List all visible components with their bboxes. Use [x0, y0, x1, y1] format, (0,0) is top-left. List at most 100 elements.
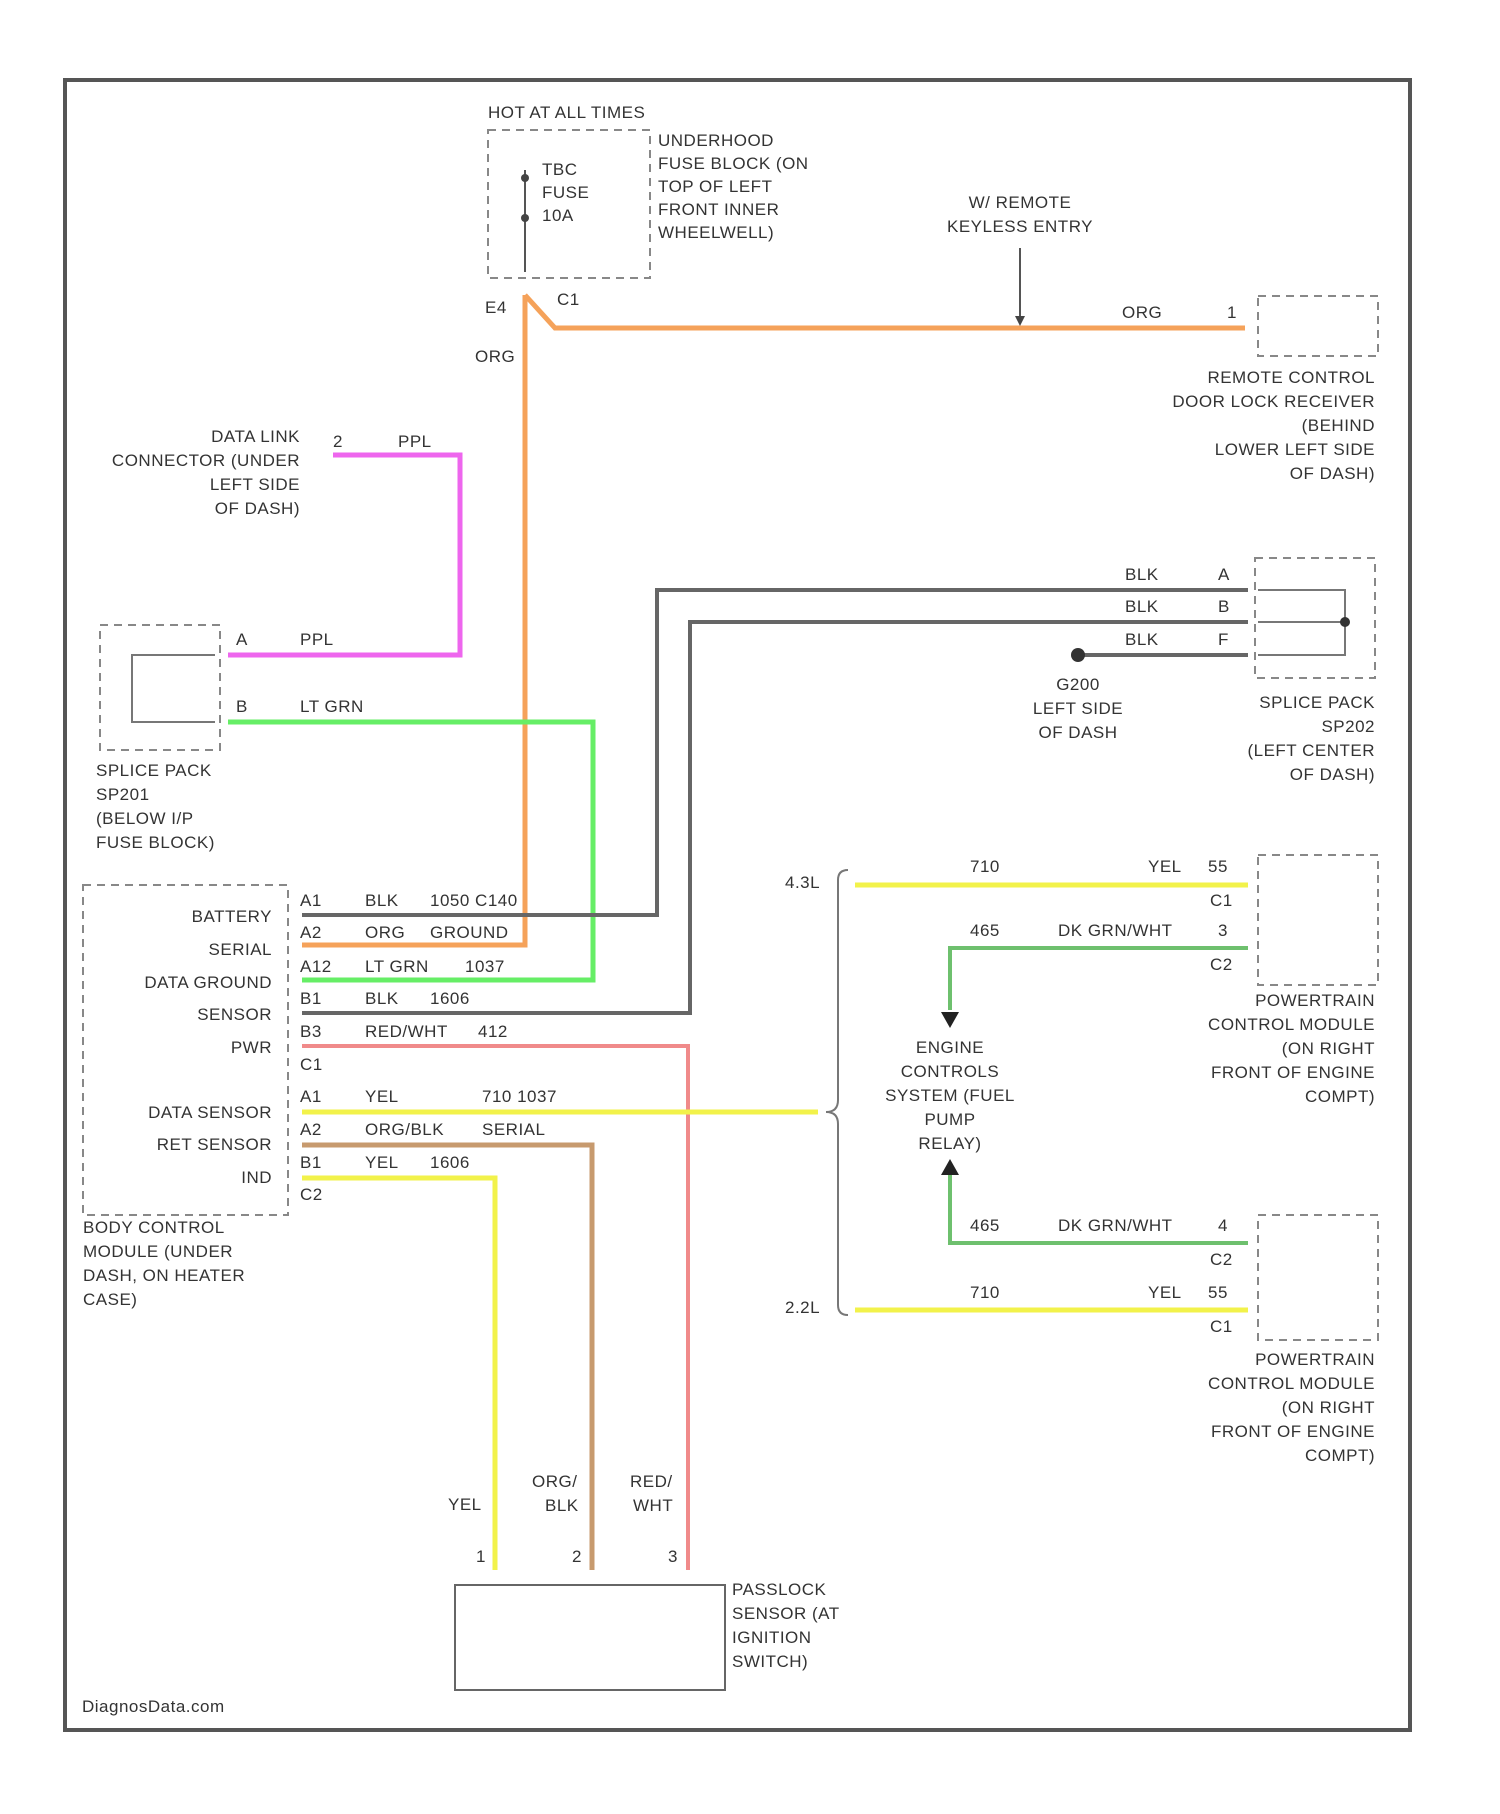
pcm-yel-pin-top: 55	[1208, 857, 1228, 876]
fuse-terminal	[521, 174, 529, 182]
dlc-wire: PPL	[398, 432, 432, 451]
bcm-row: DATA SENSOR A1 YEL 710 1037	[148, 1087, 557, 1122]
ground-label-3: OF DASH	[1038, 723, 1117, 742]
passlock-wire-2b: BLK	[545, 1496, 579, 1515]
ground-label-1: G200	[1056, 675, 1100, 694]
pcm-yel-circuit-bottom: 710	[970, 1283, 1000, 1302]
pcm-label-bottom-4: FRONT OF ENGINE	[1211, 1422, 1375, 1441]
arrow-up-icon	[941, 1159, 959, 1175]
sp201-box	[100, 625, 220, 750]
bcm-pin: A12	[300, 957, 332, 976]
pcm-box-bottom	[1258, 1215, 1378, 1340]
fuse-terminal	[521, 214, 529, 222]
passlock-pin-1: 1	[476, 1547, 486, 1566]
pcm-grn-circuit-bottom: 465	[970, 1216, 1000, 1235]
bcm-wire-color: BLK	[365, 891, 399, 910]
rke-label-5: OF DASH)	[1290, 464, 1375, 483]
bcm-row: C1	[300, 1055, 323, 1074]
sp201-label-3: (BELOW I/P	[96, 809, 194, 828]
passlock-wire-3a: RED/	[630, 1472, 673, 1491]
fuse-name-2: FUSE	[542, 183, 589, 202]
passlock-pin-3: 3	[668, 1547, 678, 1566]
pcm-label-bottom-2: CONTROL MODULE	[1208, 1374, 1375, 1393]
pcm-label-top-3: (ON RIGHT	[1282, 1039, 1375, 1058]
pcm-yel-conn-top: C1	[1210, 891, 1233, 910]
sp202-bus	[1258, 590, 1345, 655]
dlc-label-2: CONNECTOR (UNDER	[112, 451, 300, 470]
bcm-row: SENSOR B1 BLK 1606	[197, 989, 470, 1024]
fuse-location-3: TOP OF LEFT	[658, 177, 772, 196]
ground-dot	[1071, 648, 1085, 662]
bcm-circuit: 1606	[430, 1153, 470, 1172]
sp201-jumper	[132, 655, 215, 722]
watermark: DiagnosData.com	[82, 1697, 225, 1716]
passlock-label-1: PASSLOCK	[732, 1580, 827, 1599]
bcm-pin-name: IND	[241, 1168, 272, 1187]
sp202-label-3: (LEFT CENTER	[1247, 741, 1375, 760]
ground-label-2: LEFT SIDE	[1033, 699, 1123, 718]
dlc-label-1: DATA LINK	[211, 427, 300, 446]
fuse-name-1: TBC	[542, 160, 578, 179]
sp201-wire-b: LT GRN	[300, 697, 364, 716]
bcm-circuit: 412	[478, 1022, 508, 1041]
bcm-row: DATA GROUND A12 LT GRN 1037	[144, 957, 504, 992]
bcm-row: SERIAL A2 ORG GROUND	[209, 923, 509, 959]
pcm-variant-top: 4.3L	[785, 873, 820, 892]
bcm-pin-name: PWR	[231, 1038, 272, 1057]
bcm-pin: B3	[300, 1022, 322, 1041]
bcm-pin-name: DATA GROUND	[144, 973, 272, 992]
bcm-row: BATTERY A1 BLK 1050 C140	[192, 891, 518, 926]
dlc-label-4: OF DASH)	[215, 499, 300, 518]
fuse-location-5: WHEELWELL)	[658, 223, 774, 242]
relay-label-2: CONTROLS	[901, 1062, 999, 1081]
pcm-yel-pin-bottom: 55	[1208, 1283, 1228, 1302]
passlock-wire-2a: ORG/	[532, 1472, 577, 1491]
bcm-label-1: BODY CONTROL	[83, 1218, 225, 1237]
rke-label-4: LOWER LEFT SIDE	[1215, 440, 1375, 459]
rke-pin: 1	[1227, 303, 1237, 322]
arrow-down-icon	[1015, 316, 1025, 326]
fuse-location-4: FRONT INNER	[658, 200, 779, 219]
pcm-brace	[826, 870, 848, 1315]
bcm-wire-color: YEL	[365, 1087, 399, 1106]
sp202-box	[1255, 558, 1375, 678]
bcm-label-2: MODULE (UNDER	[83, 1242, 233, 1261]
bcm-pin: B1	[300, 989, 322, 1008]
bcm-circuit: SERIAL	[482, 1120, 545, 1139]
wire-green-data	[228, 722, 593, 980]
pcm-grn-color-bottom: DK GRN/WHT	[1058, 1216, 1173, 1235]
bcm-wire-color: LT GRN	[365, 957, 429, 976]
wire-black-sensor	[302, 622, 1248, 1013]
pcm-label-top-2: CONTROL MODULE	[1208, 1015, 1375, 1034]
pcm-grn-color-top: DK GRN/WHT	[1058, 921, 1173, 940]
sp201-label-1: SPLICE PACK	[96, 761, 212, 780]
pcm-yel-circuit-top: 710	[970, 857, 1000, 876]
pcm-box-top	[1258, 855, 1378, 985]
sp202-label-1: SPLICE PACK	[1259, 693, 1375, 712]
bcm-pin-name: RET SENSOR	[157, 1135, 272, 1154]
bcm-pin: B1	[300, 1153, 322, 1172]
rke-note-2: KEYLESS ENTRY	[947, 217, 1093, 236]
rke-note-1: W/ REMOTE	[969, 193, 1072, 212]
pcm-label-bottom-1: POWERTRAIN	[1255, 1350, 1375, 1369]
passlock-wire-1: YEL	[448, 1495, 482, 1514]
pcm-label-top-1: POWERTRAIN	[1255, 991, 1375, 1010]
pcm-yel-conn-bottom: C1	[1210, 1317, 1233, 1336]
passlock-box	[455, 1585, 725, 1690]
wire-black-battery	[302, 590, 1248, 915]
pcm-label-top-5: COMPT)	[1305, 1087, 1375, 1106]
fuse-pin-right: C1	[557, 290, 580, 309]
sp202-wire-f: BLK	[1125, 630, 1159, 649]
pcm-grn-circuit-top: 465	[970, 921, 1000, 940]
wire-dkgreen-top	[950, 948, 1248, 1010]
bcm-row: IND B1 YEL 1606	[241, 1153, 470, 1187]
splice-dot	[1340, 617, 1350, 627]
dlc-pin: 2	[333, 432, 343, 451]
relay-label-3: SYSTEM (FUEL	[885, 1086, 1015, 1105]
rke-label-1: REMOTE CONTROL	[1207, 368, 1375, 387]
rke-box	[1258, 296, 1378, 356]
bcm-pin: A2	[300, 1120, 322, 1139]
bcm-wire-color: RED/WHT	[365, 1022, 448, 1041]
sp202-pin-b: B	[1218, 597, 1230, 616]
pcm-grn-pin-top: 3	[1218, 921, 1228, 940]
